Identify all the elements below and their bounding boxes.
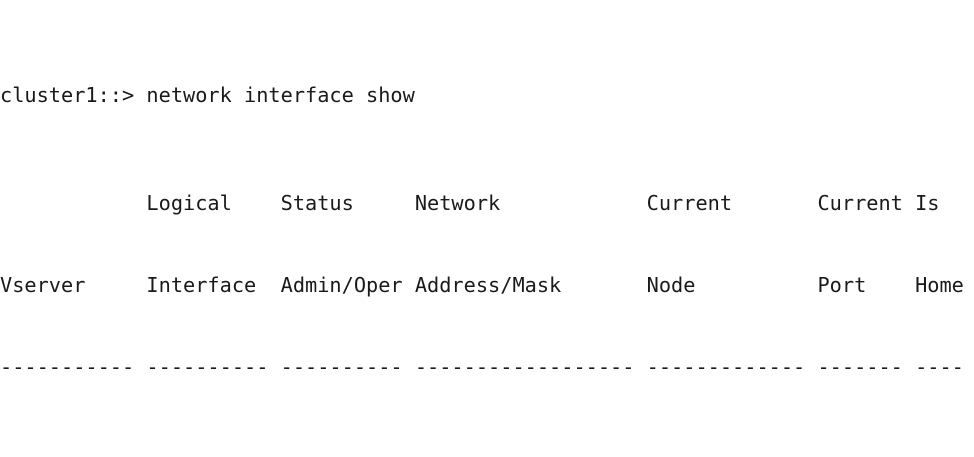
table-header-row-1: Logical Status Network Current Current I… <box>0 191 940 216</box>
table-header-separator: ----------- ---------- ---------- ------… <box>0 354 964 379</box>
command-prompt-line: cluster1::> network interface show <box>0 82 415 107</box>
table-header-row-2: Vserver Interface Admin/Oper Address/Mas… <box>0 273 964 297</box>
